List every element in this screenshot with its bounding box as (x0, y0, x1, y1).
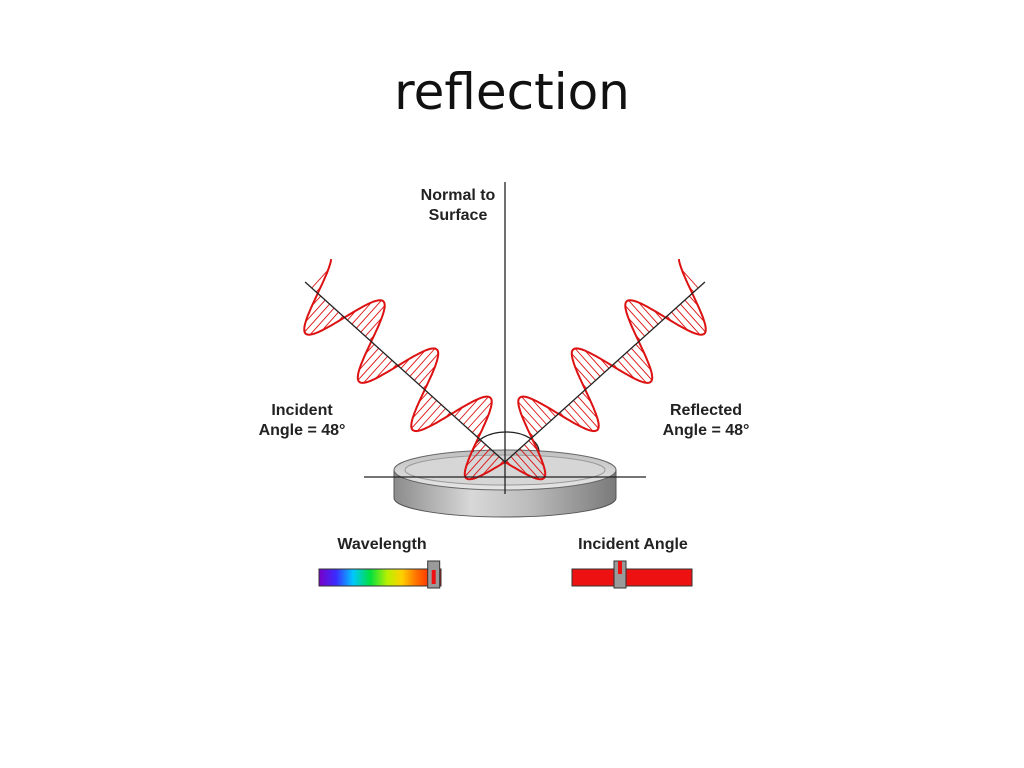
reflected-wave (504, 258, 707, 481)
wavelength-slider[interactable] (318, 560, 442, 589)
normal-label-line-2: Surface (428, 207, 488, 224)
wavelength-slider-thumb[interactable] (427, 560, 441, 589)
reflected-label-line-2: Angle = 48° (662, 422, 750, 439)
incident-wave (303, 258, 506, 481)
slide-title: reflection (394, 63, 630, 121)
reflected-ray (504, 281, 706, 463)
incident-angle-label: Incident Angle = 48° (246, 401, 358, 441)
reflected-angle-label: Reflected Angle = 48° (650, 401, 762, 441)
reflected-label-line-1: Reflected (669, 402, 743, 419)
reflected-wave-curve (504, 258, 707, 481)
wavelength-slider-label: Wavelength (337, 536, 427, 553)
incident-label-line-1: Incident (271, 402, 333, 419)
incident-angle-slider[interactable] (571, 560, 693, 589)
incident-wave-curve (303, 258, 506, 481)
incident-label-line-2: Angle = 48° (258, 422, 346, 439)
incident-angle-slider-label: Incident Angle (578, 536, 688, 553)
incident-ray (304, 281, 506, 463)
normal-label: Normal to Surface (400, 186, 516, 226)
incident-angle-slider-thumb[interactable] (613, 560, 627, 589)
normal-label-line-1: Normal to (420, 187, 496, 204)
